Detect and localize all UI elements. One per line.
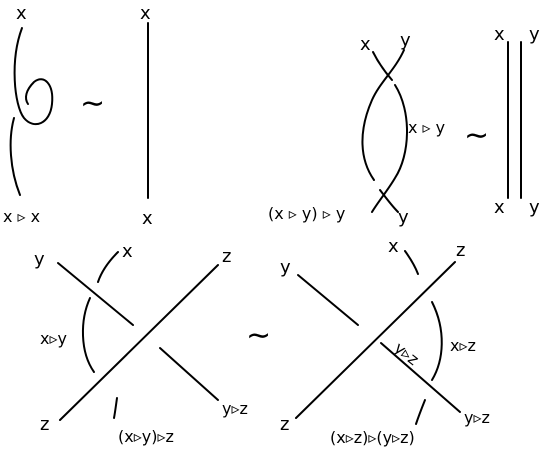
r2-middle-label: x ▹ y xyxy=(408,118,445,137)
r3r-strand-x-upper xyxy=(404,250,419,275)
r3r-over-strand-z xyxy=(295,261,456,419)
r3l-bottom-middle-label: (x▹y)▹z xyxy=(118,427,174,446)
r1-kink-strand-upper xyxy=(13,27,54,126)
r3r-top-y-label: y xyxy=(280,257,291,278)
r3r-bottom-middle-label: (x▹z)▹(y▹z) xyxy=(330,428,415,447)
r3l-top-x-label: x xyxy=(122,241,133,262)
r1-equivalence-symbol: ∼ xyxy=(80,86,105,121)
r1-kink-strand-lower xyxy=(9,117,21,196)
r3l-strand-x-lower xyxy=(113,397,118,419)
r3r-strand-x-middle xyxy=(431,301,443,381)
r2-bottom-y-label: y xyxy=(398,207,409,228)
r3r-middle-label: x▹z xyxy=(450,336,476,355)
reidemeister-3-left-group: y x z x▹y z y▹z (x▹y)▹z xyxy=(34,241,248,446)
r3l-bottom-right-label: y▹z xyxy=(222,399,248,418)
r3r-bottom-right-label: y▹z xyxy=(464,408,490,427)
r3l-over-strand-z xyxy=(59,264,219,421)
r2-right-top-x-label: x xyxy=(494,24,505,45)
r3l-top-y-label: y xyxy=(34,249,45,270)
r3r-top-x-label: x xyxy=(388,236,399,257)
r2-left-top-y-label: y xyxy=(400,30,411,51)
r2-equivalence-symbol: ∼ xyxy=(464,118,489,153)
r3r-top-z-label: z xyxy=(456,240,465,261)
r1-left-top-label: x xyxy=(16,3,27,24)
reidemeister-3-right-group: y x z y▹z x▹z z y▹z (x▹z)▹(y▹z) xyxy=(280,236,490,447)
r1-left-bottom-label: x ▹ x xyxy=(3,207,40,226)
r3l-strand-y-upper xyxy=(57,262,134,326)
r3l-bottom-z-label: z xyxy=(40,414,49,435)
r3r-bottom-z-label: z xyxy=(280,414,289,435)
r2-right-top-y-label: y xyxy=(529,24,540,45)
r3l-strand-y-lower xyxy=(159,347,219,401)
r2-left-top-x-label: x xyxy=(360,34,371,55)
r3l-strand-x-middle xyxy=(81,297,95,373)
r3r-inner-label: y▹z xyxy=(391,338,423,369)
r2-strand-y-upper xyxy=(361,49,405,181)
r3-equivalence-symbol: ∼ xyxy=(246,318,271,353)
r2-strand-x-upper xyxy=(372,51,393,81)
r3l-top-z-label: z xyxy=(222,246,231,267)
r3l-strand-x-upper xyxy=(97,251,119,283)
r3l-middle-label: x▹y xyxy=(40,329,67,348)
r2-right-bottom-x-label: x xyxy=(494,197,505,218)
r2-bottom-left-label: (x ▹ y) ▹ y xyxy=(268,204,345,223)
reidemeister-2-group: x y x ▹ y (x ▹ y) ▹ y y ∼ x y x y xyxy=(268,24,540,228)
r3r-strand-y-upper xyxy=(297,274,359,326)
r3r-strand-x-lower xyxy=(415,399,426,425)
r3r-strand-y-lower xyxy=(380,342,461,413)
r2-strand-x-lower xyxy=(371,84,408,213)
r2-strand-y-lower xyxy=(379,189,399,213)
r1-right-bottom-label: x xyxy=(142,208,153,229)
r2-right-bottom-y-label: y xyxy=(529,197,540,218)
r1-right-top-label: x xyxy=(140,3,151,24)
reidemeister-1-group: x x ▹ x ∼ x x xyxy=(3,3,153,229)
